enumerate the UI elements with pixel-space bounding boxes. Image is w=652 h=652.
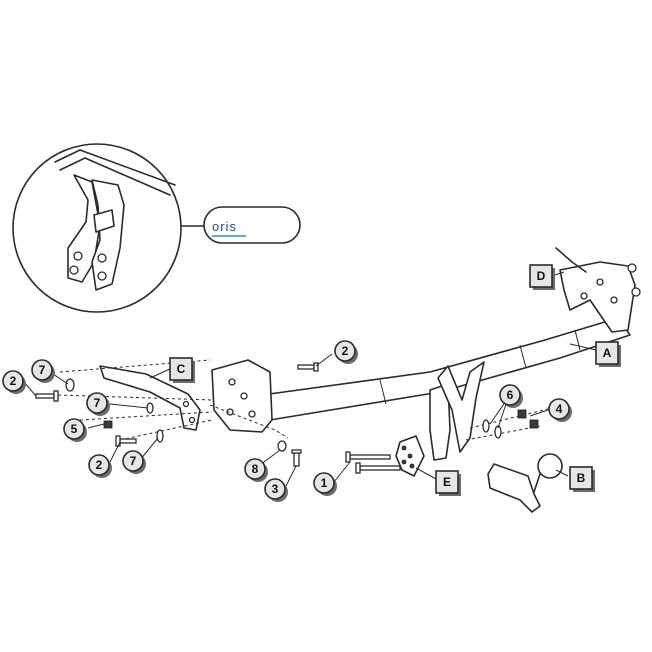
svg-text:4: 4: [556, 402, 563, 416]
label-B: B: [569, 466, 595, 492]
label-C: C: [169, 357, 195, 383]
brand-badge: [203, 206, 301, 244]
fasteners: [23, 271, 597, 487]
svg-text:C: C: [177, 362, 186, 376]
left-bracket: [209, 359, 289, 439]
svg-text:E: E: [443, 475, 451, 489]
label-A: A: [595, 341, 621, 367]
svg-text:1: 1: [321, 476, 328, 490]
label-7-bottom-left: 7: [122, 450, 146, 474]
svg-text:2: 2: [96, 458, 103, 472]
svg-text:A: A: [603, 346, 612, 360]
svg-text:7: 7: [39, 363, 46, 377]
label-E: E: [435, 470, 461, 496]
centre-hanger: [429, 361, 553, 461]
label-2-top-left: 2: [2, 370, 26, 394]
label-7-top-left: 7: [31, 359, 55, 383]
svg-text:3: 3: [272, 482, 279, 496]
label-8: 8: [244, 458, 268, 482]
label-2-bottom-left: 2: [88, 454, 112, 478]
svg-text:D: D: [537, 269, 546, 283]
label-5: 5: [63, 418, 87, 442]
label-6: 6: [499, 384, 523, 408]
label-7-middle-left: 7: [86, 392, 110, 416]
label-3: 3: [264, 478, 288, 502]
svg-text:B: B: [577, 471, 586, 485]
svg-text:8: 8: [252, 462, 259, 476]
label-1: 1: [313, 472, 337, 496]
svg-text:6: 6: [507, 388, 514, 402]
right-bracket: [555, 247, 641, 333]
tow-ball: [487, 453, 563, 513]
brand-logo-text: oris: [212, 219, 237, 234]
label-D: D: [529, 264, 555, 290]
arm-bracket: [57, 359, 213, 441]
socket-plate: [395, 435, 425, 477]
svg-text:2: 2: [10, 374, 17, 388]
letter-labels: A B C D E: [169, 264, 621, 496]
label-2-top-middle: 2: [334, 340, 358, 364]
svg-text:7: 7: [130, 454, 137, 468]
detail-callout: oris: [12, 143, 301, 313]
number-labels: 2 7 7 5 2 7 8: [2, 340, 572, 502]
label-4: 4: [548, 398, 572, 422]
svg-text:2: 2: [342, 344, 349, 358]
svg-text:5: 5: [71, 422, 78, 436]
svg-text:7: 7: [94, 396, 101, 410]
